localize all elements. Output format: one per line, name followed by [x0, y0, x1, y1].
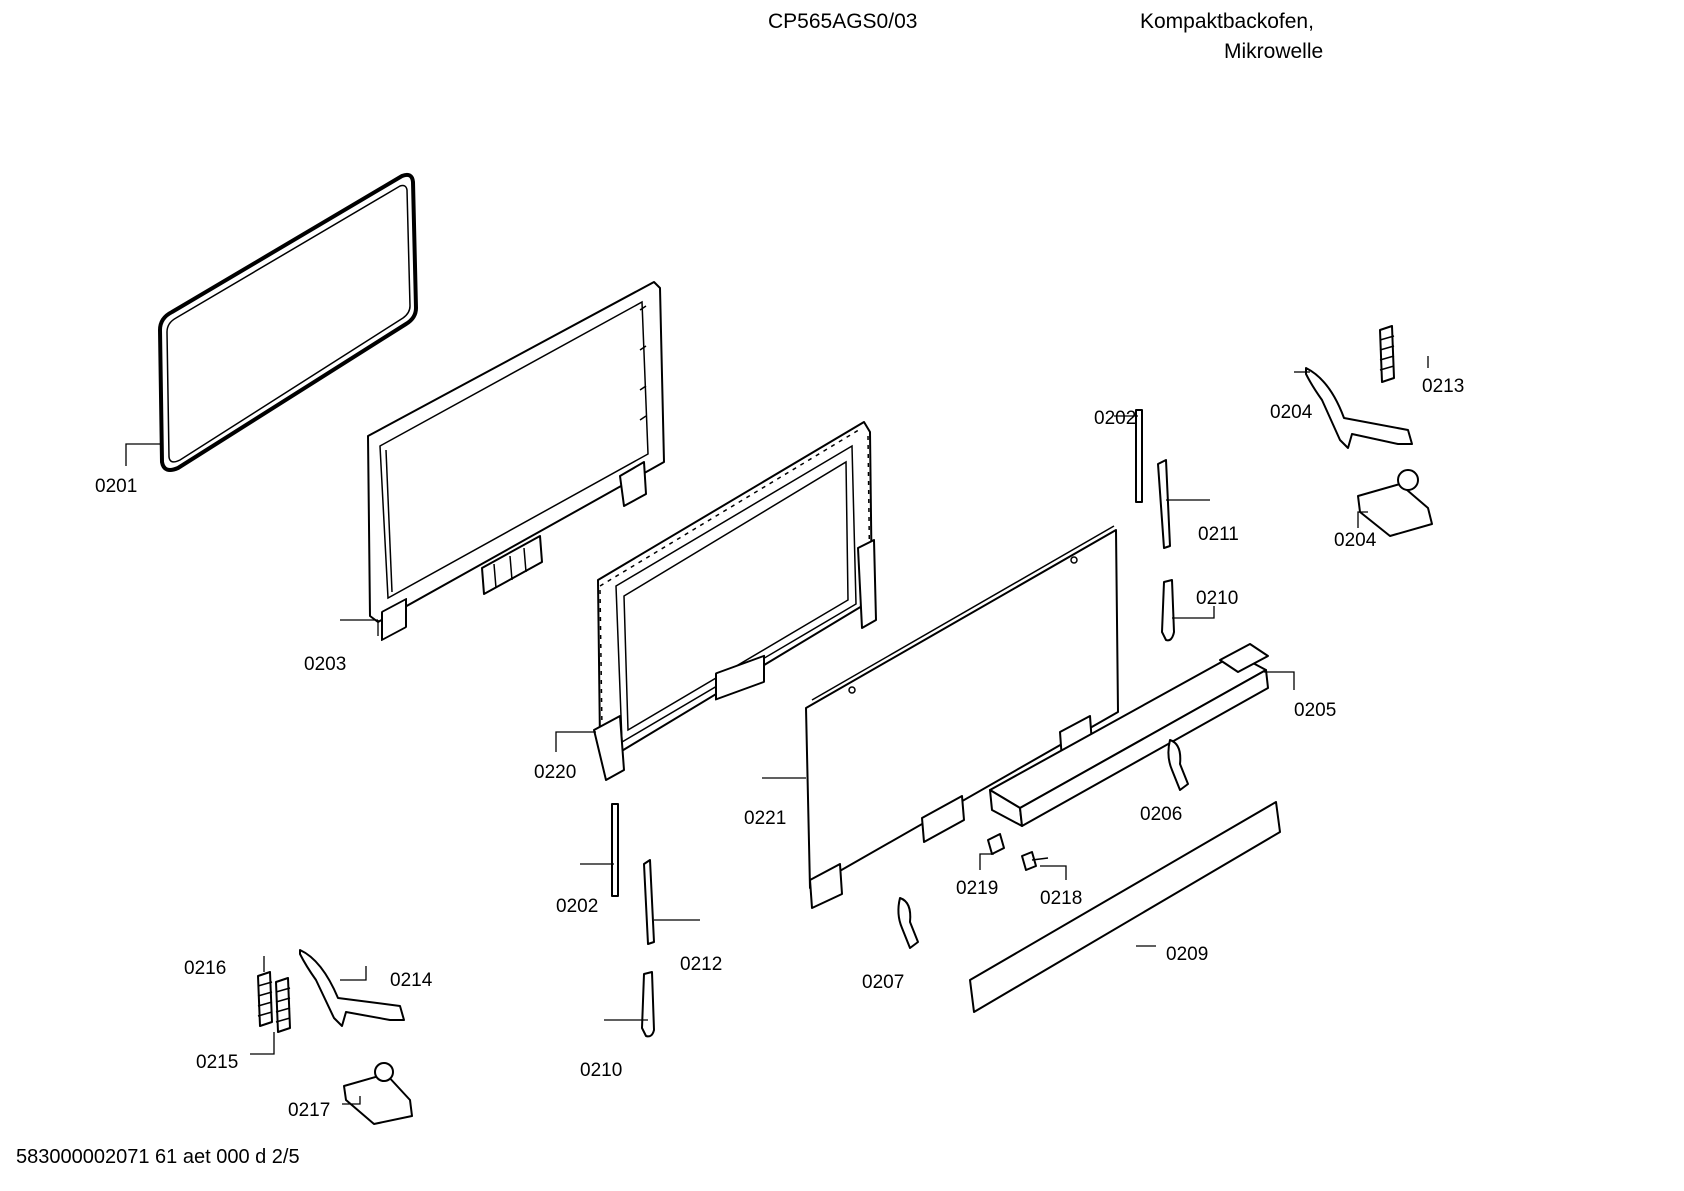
part-0209-cover-strip [969, 801, 1281, 1013]
part-0216-hinge-block [1357, 469, 1433, 537]
callout-0206: 0206 [1140, 804, 1182, 825]
callout-0221: 0221 [744, 808, 786, 829]
callout-0207: 0207 [862, 972, 904, 993]
part-0210-upper-clip [1161, 579, 1175, 642]
callout-0217: 0217 [288, 1100, 330, 1121]
model-number: CP565AGS0/03 [768, 10, 918, 33]
callout-0219: 0219 [956, 878, 998, 899]
part-0205-door-handle [989, 643, 1269, 827]
part-0201-door-seal [158, 172, 418, 472]
callout-0204-lower: 0214 [390, 970, 433, 991]
leader-lines [125, 356, 1429, 1105]
part-0207-catch [897, 897, 919, 949]
callout-0214: 0215 [196, 1052, 238, 1073]
part-0203-inner-door-frame [367, 281, 665, 642]
part-0211-bracket [1157, 459, 1171, 549]
part-0220-door-frame [593, 421, 877, 781]
part-0204-lower-hinge-lever [299, 949, 405, 1027]
callout-0210-upper: 0210 [1196, 588, 1238, 609]
callout-0218: 0218 [1040, 888, 1082, 909]
appliance-title-line-2: Mikrowelle [1224, 40, 1324, 63]
callout-0209: 0209 [1166, 944, 1208, 965]
part-0213-spring [1379, 325, 1395, 383]
document-code: 583000002071 61 aet 000 d 2/5 [16, 1146, 300, 1168]
callout-0205: 0205 [1294, 700, 1336, 721]
part-0202-upper-rod [1135, 409, 1143, 503]
callout-0201: 0201 [95, 476, 137, 497]
callout-0216: 0204 [1334, 530, 1377, 551]
part-0219-clip [987, 833, 1005, 855]
callout-0213: 0213 [1422, 376, 1464, 397]
part-0210-lower-clip [641, 971, 655, 1038]
part-0214-spring [275, 977, 291, 1033]
part-0215-spring [257, 971, 273, 1027]
callout-0211: 0211 [1198, 524, 1239, 545]
callout-0202-upper: 0202 [1094, 408, 1136, 429]
callout-0210-lower: 0210 [580, 1060, 622, 1081]
callout-0203: 0203 [304, 654, 346, 675]
part-0204-upper-hinge-lever [1305, 367, 1413, 449]
part-0218-screw [1021, 851, 1049, 871]
callout-0202-lower: 0202 [556, 896, 598, 917]
part-0217-hinge-block [343, 1062, 413, 1125]
callout-0220: 0220 [534, 762, 576, 783]
callout-0215: 0216 [184, 958, 226, 979]
appliance-title-line-1: Kompaktbackofen, [1140, 10, 1314, 33]
part-0206-catch [1167, 739, 1189, 791]
part-0212-bracket [643, 859, 655, 945]
part-0202-lower-rod [611, 803, 619, 897]
callout-0212: 0212 [680, 954, 722, 975]
callout-0204-upper: 0204 [1270, 402, 1313, 423]
